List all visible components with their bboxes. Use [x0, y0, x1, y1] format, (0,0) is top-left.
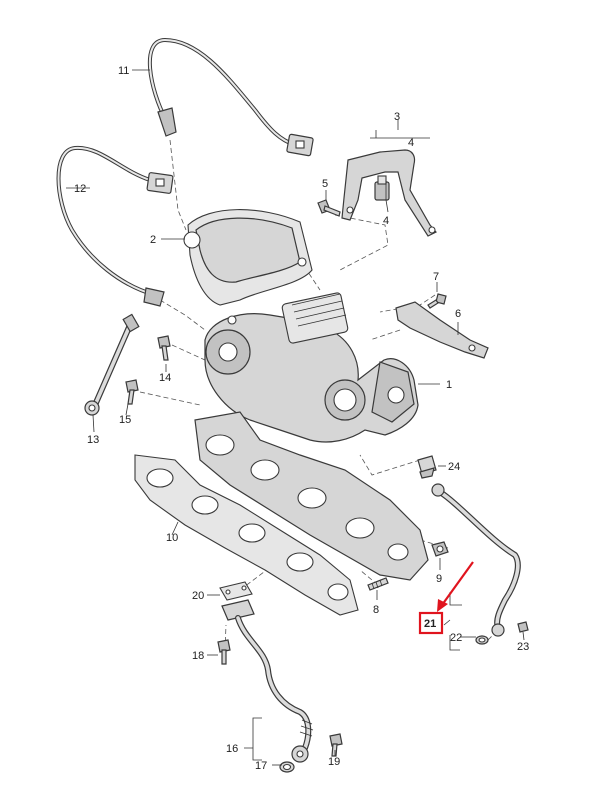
highlight-arrow-head — [437, 599, 448, 612]
label-part-5: 5 — [322, 178, 328, 190]
part-12-sensor-cable — [56, 145, 174, 307]
part-13-support-strut — [84, 313, 140, 416]
label-part-11: 11 — [118, 65, 129, 77]
label-part-20: 20 — [192, 590, 204, 602]
highlight-arrow — [441, 561, 474, 606]
leader-lines — [66, 69, 525, 766]
label-part-14: 14 — [159, 372, 171, 384]
part-2-heat-shield — [183, 209, 313, 306]
exhaust-manifold — [194, 411, 429, 581]
part-10-gasket — [134, 454, 359, 616]
label-part-4-upper: 4 — [408, 137, 414, 149]
part-9-nut — [431, 541, 449, 557]
label-part-3: 3 — [394, 111, 400, 123]
part-20-gasket — [219, 581, 253, 601]
part-21-oil-line — [431, 483, 521, 637]
part-17-seal-ring — [279, 761, 295, 773]
label-part-6: 6 — [455, 308, 461, 320]
part-3-bracket — [341, 149, 437, 237]
highlight-box — [418, 611, 444, 635]
part-6-shield-bracket — [395, 301, 489, 359]
label-part-2: 2 — [150, 234, 156, 246]
label-part-15: 15 — [119, 414, 131, 426]
part-23-bolt — [517, 621, 529, 633]
part-8-stud — [367, 577, 389, 591]
label-part-10: 10 — [166, 532, 178, 544]
label-part-22: 22 — [450, 632, 462, 644]
part-11-sensor-cable — [147, 37, 314, 157]
part-14-bolt — [157, 335, 171, 361]
part-16-oil-return-line — [221, 599, 314, 763]
part-1-turbocharger — [204, 292, 419, 443]
label-part-19: 19 — [328, 756, 340, 768]
label-part-4-lower: 4 — [383, 215, 389, 227]
label-part-21: 21 — [424, 618, 436, 630]
label-part-18: 18 — [192, 650, 204, 662]
part-19-bolt — [329, 733, 343, 757]
part-18-bolt — [217, 639, 231, 665]
part-22-seal-ring — [475, 635, 489, 645]
label-part-9: 9 — [436, 573, 442, 585]
part-7-bolt — [427, 293, 447, 309]
label-part-16: 16 — [226, 743, 238, 755]
part-24-union-fitting — [417, 455, 437, 479]
label-part-23: 23 — [517, 641, 529, 653]
label-part-1: 1 — [446, 379, 452, 391]
label-part-12: 12 — [74, 183, 86, 195]
part-labels: 1 2 3 4 4 5 6 7 8 9 10 11 12 13 14 15 16… — [74, 65, 529, 772]
label-part-17: 17 — [255, 760, 267, 772]
label-part-13: 13 — [87, 434, 99, 446]
label-part-24: 24 — [448, 461, 460, 473]
part-15-bolt — [125, 379, 139, 405]
label-part-7: 7 — [433, 271, 439, 283]
part-5-bolt — [317, 199, 341, 217]
highlight-part-21[interactable]: 21 — [418, 561, 474, 635]
label-part-8: 8 — [373, 604, 379, 616]
